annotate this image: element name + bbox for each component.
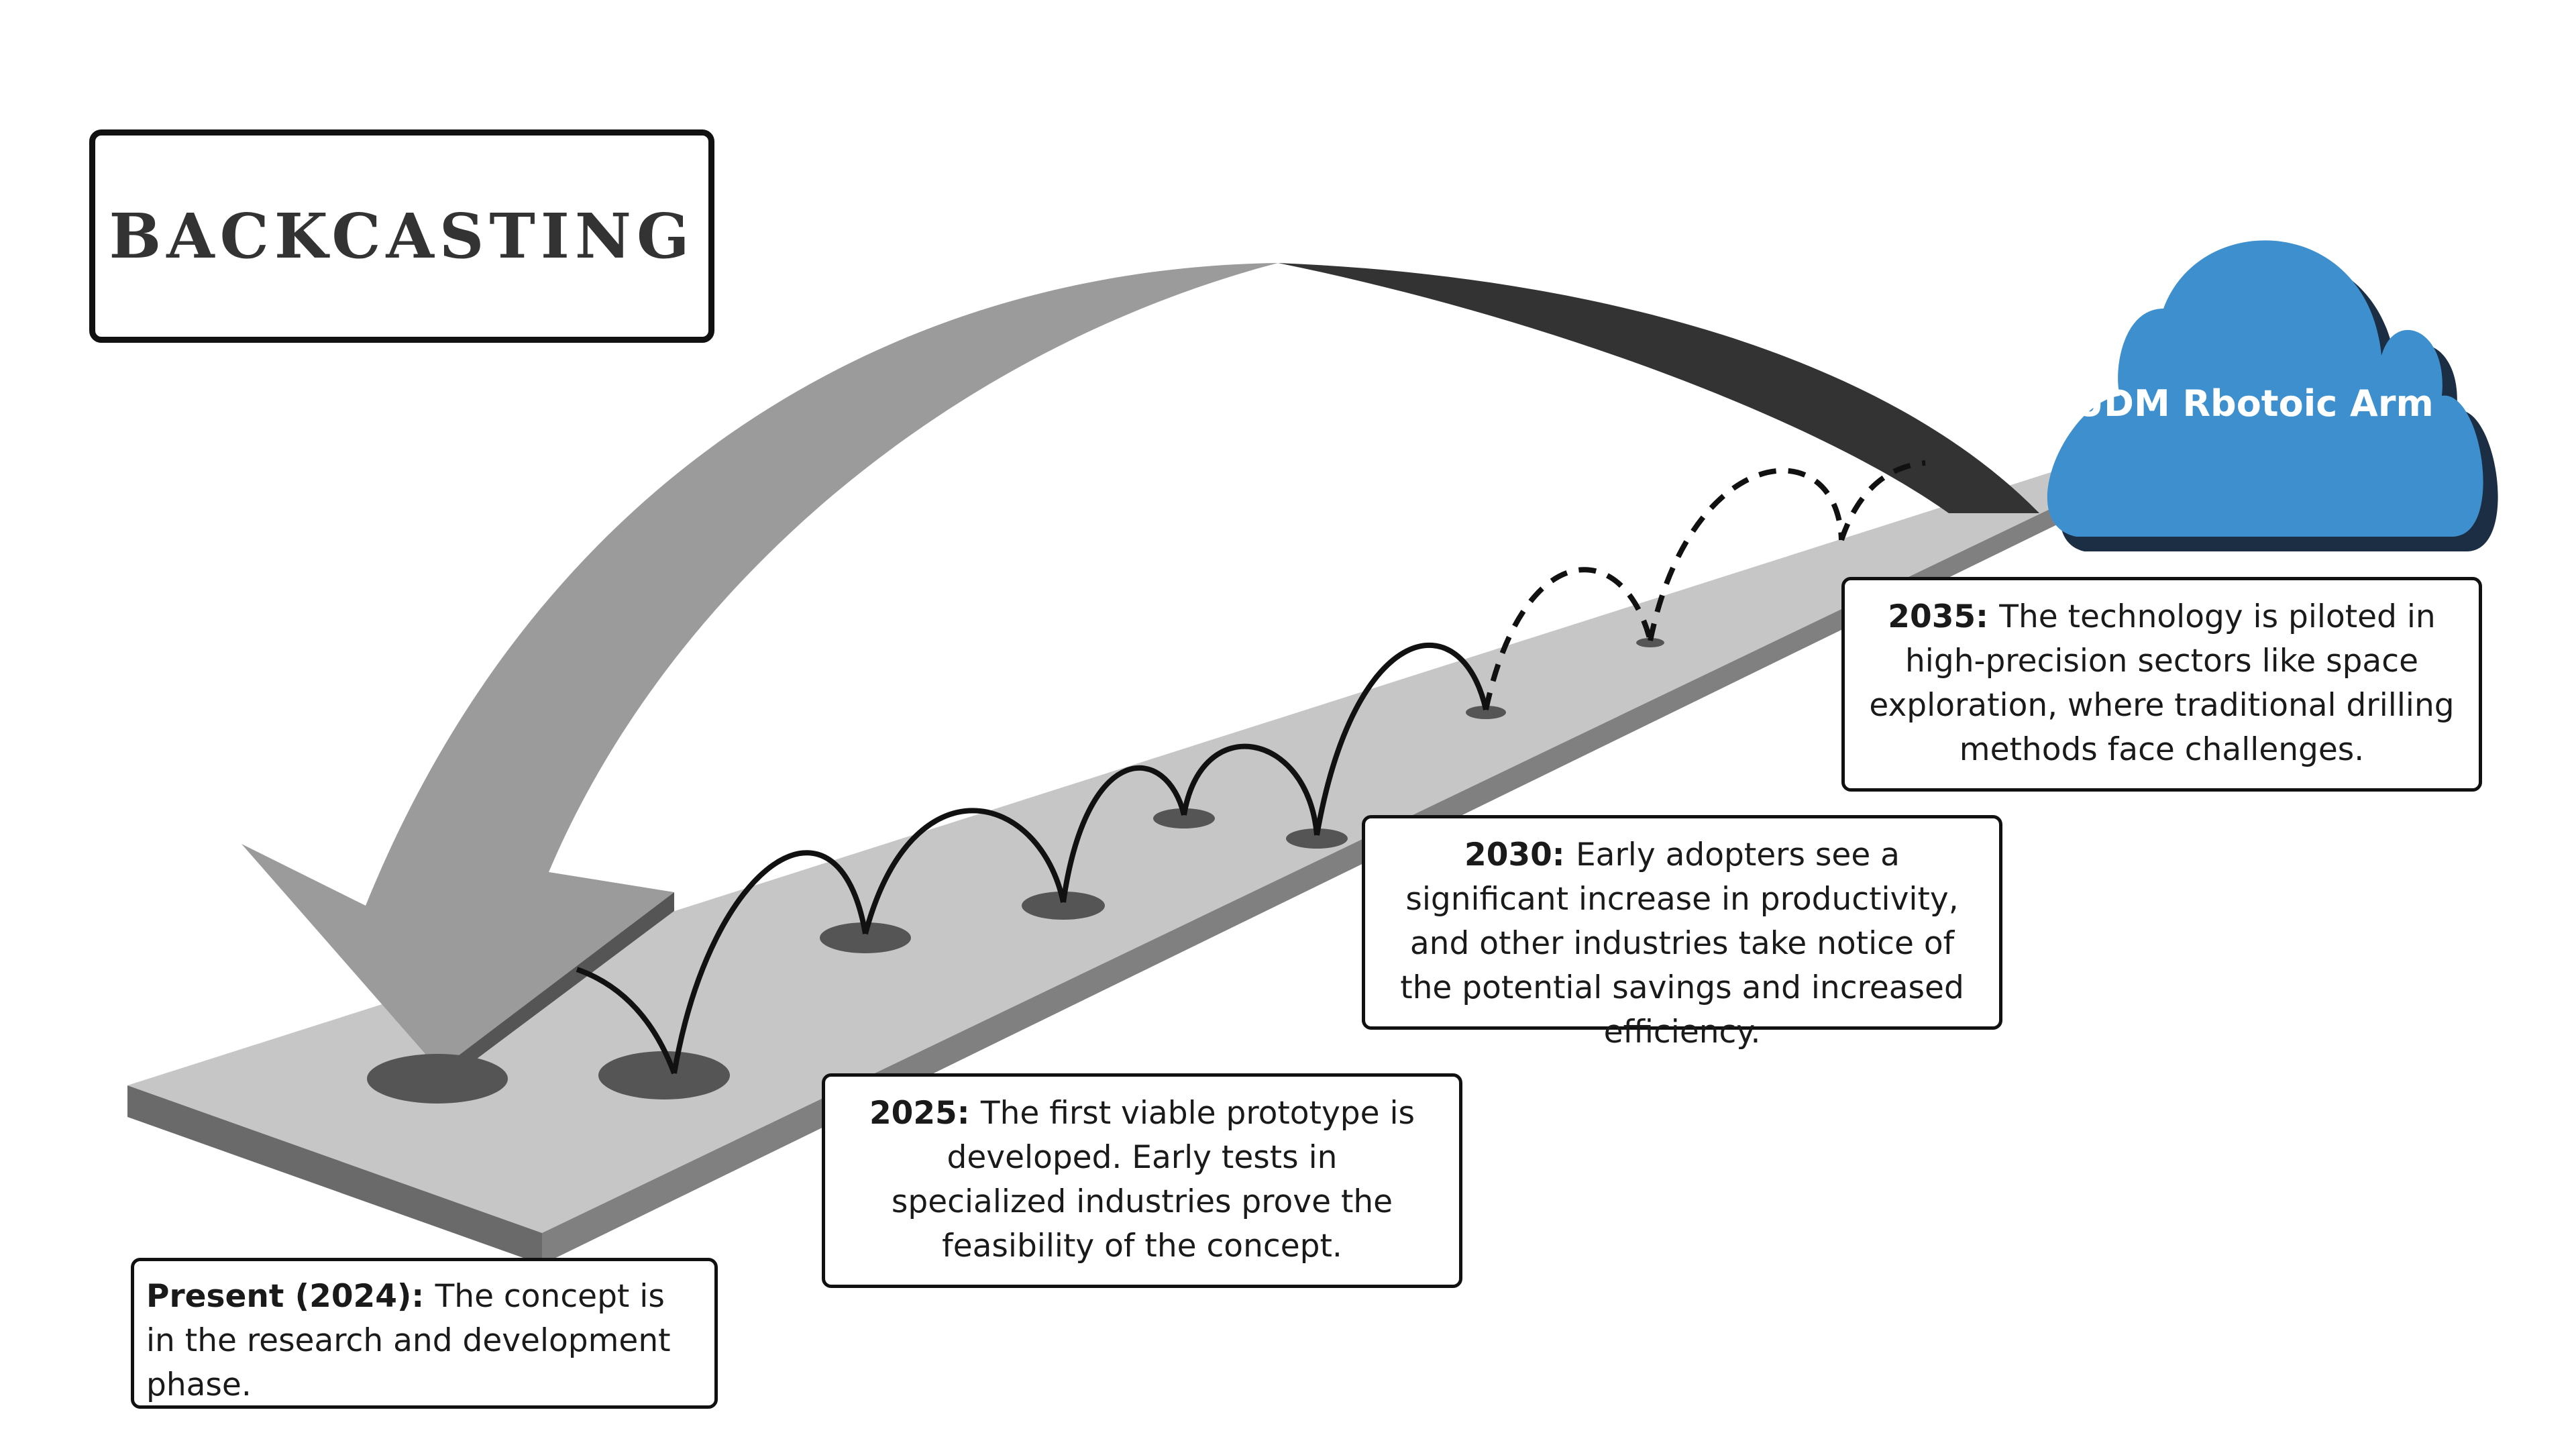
milestone-2035: 2035: The technology is piloted in high-… (1841, 577, 2482, 792)
arc (1648, 468, 1844, 641)
milestone-present: Present (2024): The concept is in the re… (131, 1258, 718, 1409)
cloud-body (2047, 240, 2483, 537)
milestone-year: Present (2024): (146, 1278, 435, 1315)
road-holes (367, 638, 1664, 1104)
milestone-2025: 2025: The first viable prototype is deve… (822, 1073, 1462, 1288)
milestone-text: The technology is piloted in high-precis… (1869, 598, 2455, 768)
hole (1153, 808, 1215, 828)
cloud-icon (2047, 240, 2498, 551)
arc (1181, 743, 1320, 836)
arc (1483, 567, 1653, 710)
future-arcs (1483, 460, 1926, 710)
diagram-title: BACKCASTING (109, 200, 695, 272)
timeline-road-top (127, 464, 2076, 1233)
progress-arcs (576, 642, 1489, 1075)
hole (1636, 638, 1664, 647)
milestone-year: 2025: (869, 1095, 981, 1132)
hole (820, 922, 911, 953)
target-label: UDM Rbotoic Arm (2074, 382, 2434, 425)
milestone-text: Early adopters see a significant increas… (1400, 837, 1964, 1051)
milestone-text: The first viable prototype is developed.… (891, 1095, 1415, 1265)
hole (598, 1051, 730, 1099)
arc (576, 967, 677, 1075)
hole (1022, 892, 1105, 920)
timeline-road-side-left (127, 1085, 542, 1265)
milestone-year: 2030: (1464, 837, 1576, 873)
arc (1314, 642, 1489, 836)
arc (1061, 765, 1187, 903)
backcast-arrow-shade (439, 892, 674, 1087)
milestone-2030: 2030: Early adopters see a significant i… (1362, 815, 2002, 1051)
arc (863, 808, 1066, 935)
timeline-road-side-right (542, 496, 2076, 1265)
backcast-arrow-dark (1278, 263, 2039, 513)
arc (1839, 460, 1926, 541)
milestone-text: The concept is in the research and devel… (146, 1278, 671, 1403)
hole (367, 1054, 508, 1104)
milestone-year: 2035: (1888, 598, 2000, 635)
hole (1466, 706, 1506, 719)
title-box: BACKCASTING (89, 129, 714, 343)
arc (672, 850, 868, 1074)
hole (1286, 828, 1348, 849)
backcast-arrow-light (241, 263, 1278, 1070)
